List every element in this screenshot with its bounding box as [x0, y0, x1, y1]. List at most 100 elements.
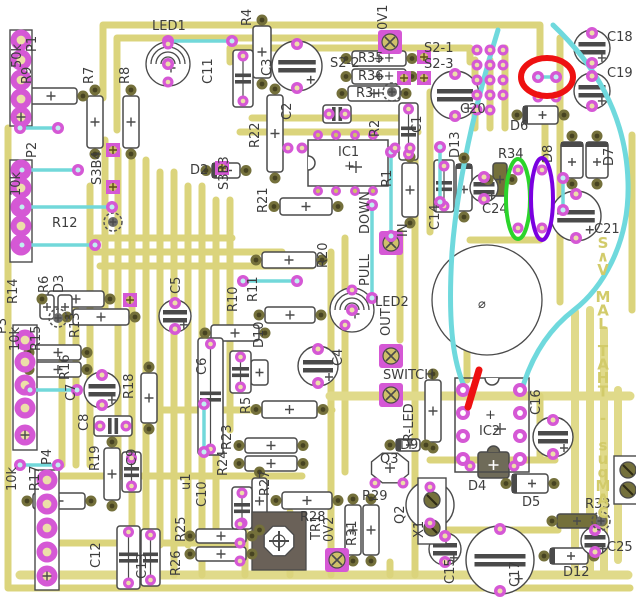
silkscreen-label: 0V1 — [376, 5, 391, 30]
silkscreen-label: R25 — [174, 516, 189, 542]
silkscreen-label: S3B4 — [90, 151, 105, 185]
silkscreen-label: R29 — [362, 489, 388, 504]
silkscreen-label: IN — [396, 223, 411, 237]
silkscreen-label: IC1 — [338, 145, 359, 160]
silkscreen-label: R18 — [122, 373, 137, 399]
silkscreen-label: R12 — [52, 216, 78, 231]
silkscreen-label: R22 — [248, 122, 263, 148]
annotation-red-line — [464, 366, 483, 411]
silkscreen-label: R16 — [58, 354, 73, 380]
silkscreen-label: R-LED — [402, 403, 417, 442]
silkscreen-label: C13 — [135, 553, 150, 579]
ring-pad — [48, 308, 68, 328]
silkscreen-label: C18 — [607, 30, 633, 45]
annotations — [464, 55, 576, 411]
silkscreen-label: C14 — [428, 204, 443, 230]
silkscreen-label: D6 — [510, 119, 528, 134]
component-body — [93, 415, 133, 437]
silkscreen-label: P4 — [40, 449, 55, 465]
silkscreen-label: C24 — [482, 202, 508, 217]
copper-trace — [113, 34, 389, 134]
silkscreen-label: ⌀ — [478, 297, 486, 312]
silkscreen-label: C11 — [201, 58, 216, 84]
silkscreen-label: R1 — [380, 170, 395, 187]
pads — [10, 14, 636, 597]
silkscreen-label: D12 — [563, 565, 590, 580]
silkscreen-label: R21 — [256, 187, 271, 213]
silkscreen-label: 10k — [9, 171, 24, 196]
silkscreen-label: R7 — [82, 67, 97, 84]
silkscreen-label: Q2 — [393, 505, 408, 524]
silkscreen-label: D4 — [468, 479, 486, 494]
silkscreen-label: + — [485, 408, 496, 423]
silkscreen-label: DOWN — [358, 191, 373, 234]
silkscreen-label: P3 — [0, 318, 10, 334]
silkscreen-label: R4 — [240, 9, 255, 26]
silkscreen-label: R13 — [68, 312, 83, 338]
copper-trace — [4, 124, 634, 592]
cyan-route-curve — [520, 22, 631, 389]
silkscreen-label: R11 — [246, 276, 261, 302]
silkscreen-label: R17 — [28, 465, 43, 491]
copper-trace — [226, 44, 474, 66]
silkscreen-label: 50k — [10, 43, 25, 68]
silkscreen-label: C1 — [410, 116, 425, 133]
silkscreen-label: LED2 — [375, 295, 409, 310]
silkscreen-label: D10 — [252, 321, 267, 348]
silkscreen-label: D5 — [522, 495, 540, 510]
silkscreen-label: 10k — [8, 326, 23, 351]
silkscreen-label: P2 — [25, 142, 40, 158]
silkscreen-label: C6 — [195, 358, 210, 375]
silkscreen-label: C17 — [508, 561, 523, 587]
silkscreen-label: R31 — [345, 520, 360, 546]
silkscreen-label: u1 — [179, 473, 194, 490]
silkscreen-label: C12 — [89, 542, 104, 568]
annotation-purple-ellipse — [529, 156, 555, 242]
silkscreen-label: C9 — [125, 449, 140, 466]
silkscreen-label: SWITCH — [383, 368, 434, 383]
silkscreen-label: C25 — [607, 540, 633, 555]
silkscreen-label: S2-3 — [424, 57, 454, 72]
buzzer-outline — [431, 244, 543, 356]
cyan-route-curve — [448, 27, 501, 389]
silkscreen-label: C5 — [169, 277, 184, 294]
capacitor-outline — [465, 525, 535, 595]
silkscreen-label: C21 — [594, 222, 620, 237]
silkscreen-label: Q3 — [380, 452, 399, 467]
ring-pad — [591, 511, 611, 531]
silkscreen-label: R14 — [6, 278, 21, 304]
silkscreen-label: C7 — [64, 384, 79, 401]
silkscreen-label: C20 — [460, 102, 486, 117]
silkscreen-label: R20 — [316, 242, 331, 268]
silkscreen-label: IC2 — [479, 424, 500, 439]
silkscreen-label: + — [344, 159, 355, 174]
silkscreen-label: R10 — [226, 286, 241, 312]
silkscreen-label: P1 — [25, 36, 40, 52]
jumper-wires — [20, 22, 631, 467]
silkscreen-label: R35+ — [358, 51, 394, 66]
silkscreen-label: C4 — [331, 349, 346, 366]
ring-pad — [103, 212, 123, 232]
silkscreen-label: R19 — [88, 445, 103, 471]
silkscreen-label: TR1 — [309, 515, 324, 541]
silkscreen-label: LED1 — [152, 19, 186, 34]
ring-pad — [382, 82, 402, 102]
silkscreen-label: D3 — [52, 275, 67, 293]
silkscreen-label: C19 — [607, 66, 633, 81]
silkscreen-label: S3B3 — [217, 156, 232, 190]
silkscreen-label: R3+ — [356, 86, 384, 101]
silkscreen-label: C15 — [443, 558, 458, 584]
silkscreen-label: R28 — [300, 510, 326, 525]
silkscreen-label: R23 — [220, 424, 235, 450]
silkscreen-label: S2-1 — [424, 41, 454, 56]
silkscreen-label: R36+ — [358, 69, 394, 84]
silkscreen-label: 10k — [5, 466, 20, 491]
silkscreen-label: C3 — [260, 59, 275, 76]
silkscreen-label: OUT — [379, 308, 394, 336]
silkscreen-label: R5 — [239, 397, 254, 414]
silkscreen-label: C16 — [529, 389, 544, 415]
silkscreen-label: R2 — [368, 120, 383, 137]
